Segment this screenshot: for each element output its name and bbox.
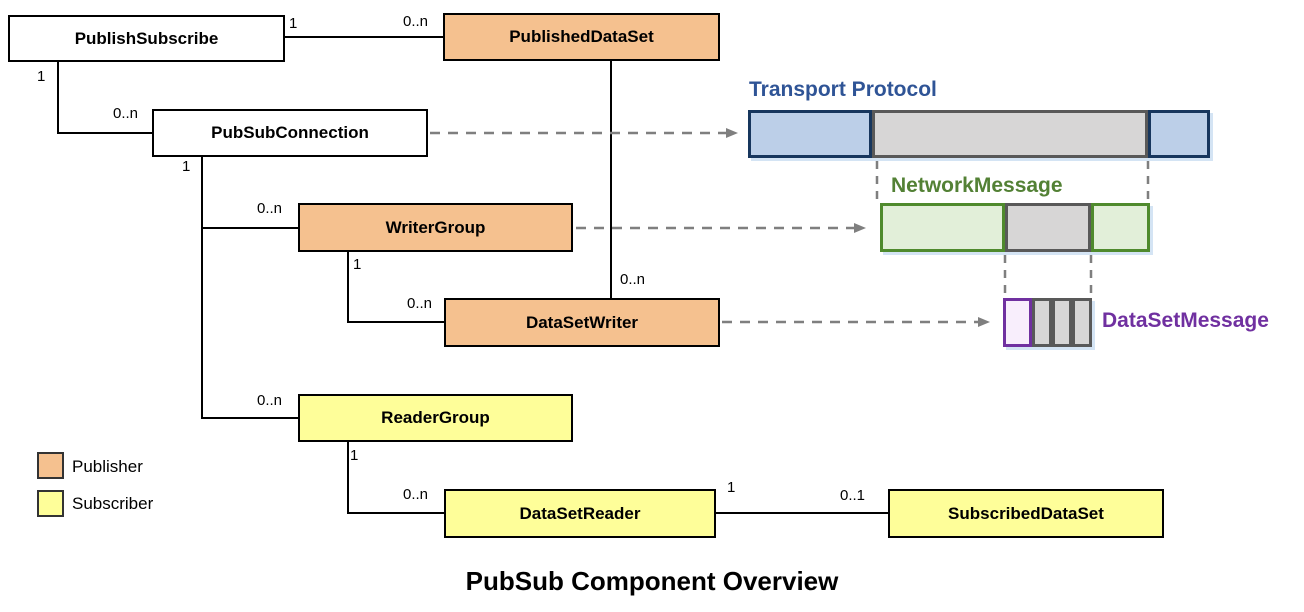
node-writergroup: WriterGroup — [298, 203, 573, 252]
node-label: SubscribedDataSet — [948, 503, 1104, 523]
legend-swatch-publisher — [37, 452, 64, 479]
node-label: ReaderGroup — [381, 408, 490, 427]
multiplicity-label: 0..n — [620, 271, 646, 288]
edge-writergroup-datasetwriter — [347, 252, 444, 323]
multiplicity-label: 1 — [353, 256, 362, 273]
node-label: PublishedDataSet — [509, 27, 654, 46]
legend-label-subscriber: Subscriber — [72, 494, 154, 513]
dataset-message-field-segment — [1072, 298, 1092, 347]
multiplicity-label: 1 — [727, 479, 736, 496]
edge-pubsubconnection-trunk — [201, 157, 298, 419]
multiplicity-label: 0..n — [257, 200, 283, 217]
edge-readergroup-datasetreader — [347, 442, 444, 514]
network-payload-segment — [1005, 203, 1091, 252]
edge-publishsubscribe-pubsubconnection — [57, 62, 152, 134]
transport-payload-segment — [872, 110, 1148, 158]
multiplicity-label: 1 — [182, 158, 191, 175]
dataset-message-header-segment — [1003, 298, 1032, 347]
multiplicity-label: 0..n — [403, 13, 429, 30]
node-label: DataSetWriter — [525, 312, 639, 332]
node-label: DataSetReader — [519, 503, 641, 523]
node-label: WriterGroup — [385, 217, 486, 237]
network-message-label: NetworkMessage — [891, 174, 1063, 197]
node-datasetwriter: DataSetWriter — [444, 298, 720, 347]
network-footer-segment — [1091, 203, 1150, 252]
transport-header-segment — [748, 110, 872, 158]
node-label: PublishSubscribe — [74, 28, 219, 48]
multiplicity-label: 1 — [350, 447, 359, 464]
node-label: PubSubConnection — [211, 123, 369, 142]
multiplicity-label: 0..n — [407, 295, 433, 312]
node-publisheddataset: PublishedDataSet — [443, 13, 720, 61]
transport-protocol-label: Transport Protocol — [749, 78, 937, 101]
node-subscribeddataset: SubscribedDataSet — [888, 489, 1164, 538]
multiplicity-label: 0..n — [113, 105, 139, 122]
node-pubsubconnection: PubSubConnection — [152, 109, 428, 157]
multiplicity-label: 0..n — [257, 392, 283, 409]
diagram-title: PubSub Component Overview — [465, 566, 839, 596]
multiplicity-label: 0..n — [403, 486, 429, 503]
node-datasetreader: DataSetReader — [444, 489, 716, 538]
dataset-message-label: DataSetMessage — [1102, 309, 1269, 332]
multiplicity-label: 0..1 — [840, 487, 866, 504]
multiplicity-label: 1 — [37, 68, 46, 85]
transport-footer-segment — [1148, 110, 1210, 158]
multiplicity-label: 1 — [289, 15, 298, 32]
network-header-segment — [880, 203, 1005, 252]
node-publishsubscribe: PublishSubscribe — [8, 15, 285, 62]
legend-swatch-subscriber — [37, 490, 64, 517]
dataset-message-field-segment — [1052, 298, 1072, 347]
node-readergroup: ReaderGroup — [298, 394, 573, 442]
legend-label-publisher: Publisher — [72, 457, 143, 476]
dataset-message-field-segment — [1032, 298, 1052, 347]
